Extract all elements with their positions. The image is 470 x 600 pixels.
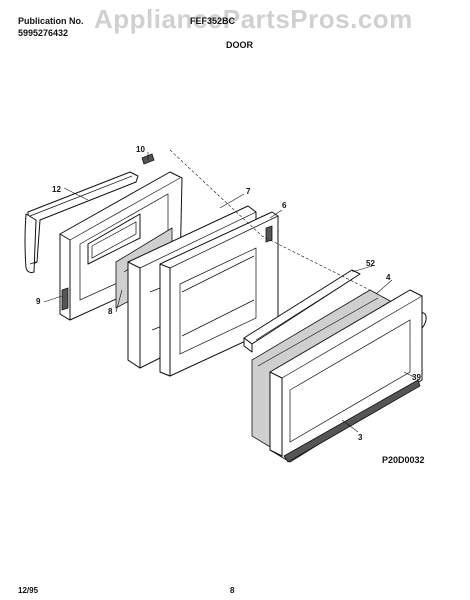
- callout-8: 8: [108, 307, 113, 316]
- callout-52: 52: [366, 259, 375, 268]
- callout-7: 7: [246, 187, 251, 196]
- callout-39: 39: [412, 373, 421, 382]
- door-gasket-part: [24, 171, 139, 273]
- callout-9: 9: [36, 297, 41, 306]
- leader-lines: [43, 149, 417, 433]
- footer-page: 8: [230, 586, 235, 595]
- callout-4: 4: [386, 273, 391, 282]
- publication-number: 5995276432: [18, 28, 69, 38]
- callout-6: 6: [282, 201, 287, 210]
- diagram-id: P20D0032: [382, 455, 425, 465]
- publication-label: Publication No.: [18, 16, 84, 26]
- callout-10: 10: [136, 145, 145, 154]
- callout-3: 3: [358, 433, 363, 442]
- watermark: AppliancePartsPros.com: [94, 4, 413, 34]
- section-title: DOOR: [226, 40, 253, 50]
- outer-door-frame-part: [269, 289, 423, 463]
- inner-door-liner-part: [59, 171, 183, 321]
- model-code: FEF352BC: [190, 16, 236, 26]
- top-channel-part: [243, 269, 361, 353]
- footer-date: 12/95: [18, 586, 39, 595]
- callout-12: 12: [52, 185, 61, 194]
